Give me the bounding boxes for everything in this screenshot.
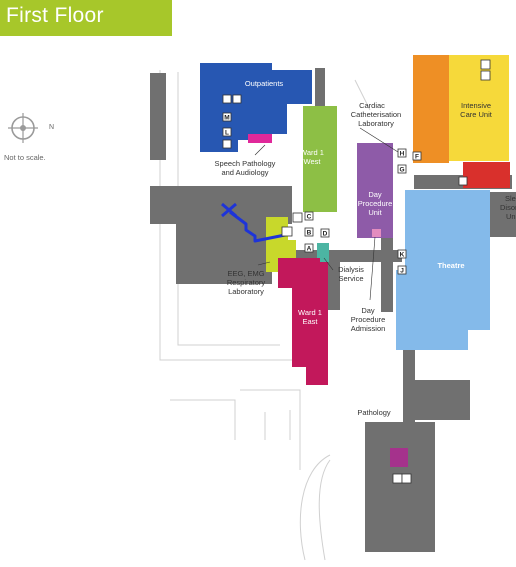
lift-icon [401,473,412,484]
ward-1-east-label-2: East [302,317,318,326]
marker-C: C [307,214,312,221]
cardiac-cath-label-1: Cardiac [359,101,385,110]
eeg-label-3: Laboratory [228,287,264,296]
leader-lines [254,127,399,301]
outpatients-label: Outpatients [245,79,284,88]
marker-J: J [400,268,404,275]
building-blocks [150,68,516,552]
cardiac-cath-area[interactable] [413,55,449,163]
ward-1-west-area[interactable] [303,106,337,212]
sleep-label-3: Uni [506,212,516,221]
lift-icon [232,94,242,104]
day-procedure-unit-label-3: Unit [368,208,382,217]
speech-pathology-label-1: Speech Pathology [215,159,276,168]
theatre-label: Theatre [437,261,464,270]
stairs-icon [222,139,232,149]
cardiac-cath-label-2: Catheterisation [351,110,401,119]
day-procedure-admission-room[interactable] [372,229,381,237]
toilet-icon [222,94,232,104]
day-procedure-unit-label-1: Day [368,190,382,199]
pathology-room[interactable] [390,448,408,467]
you-are-here-icon [221,202,237,218]
eeg-label-1: EEG, EMG [227,269,264,278]
ward-1-east-area[interactable] [278,258,328,385]
pathology-label: Pathology [357,408,391,417]
icu-label-2: Care Unit [460,110,493,119]
stairs-icon [458,176,468,186]
admission-label-3: Admission [351,324,386,333]
compass-north-label: N [49,124,54,131]
speech-pathology-label-2: and Audiology [221,168,268,177]
dialysis-label-2: Service [338,274,363,283]
lift-icon [480,70,491,81]
marker-G: G [399,167,404,174]
header-band [0,0,172,36]
stairs-icon [392,473,403,484]
admission-label-1: Day [361,306,375,315]
ward-1-west-label-1: Ward 1 [300,148,324,157]
eeg-label-2: Respiratory [227,278,266,287]
dialysis-label-1: Dialysis [338,265,364,274]
marker-L: L [225,130,229,137]
ward-1-east-label-1: Ward 1 [298,308,322,317]
compass-icon: N [8,113,54,143]
speech-pathology-room[interactable] [248,134,272,143]
marker-A: A [307,246,312,253]
sleep-disorders-area[interactable] [463,162,510,188]
toilet-icon [281,226,293,237]
marker-M: M [224,115,229,122]
day-procedure-unit-label-2: Procedure [358,199,393,208]
sleep-label-2: Disor [500,203,516,212]
ward-1-west-label-2: West [304,157,322,166]
facility-icons [222,59,491,484]
marker-B: B [307,230,312,237]
admission-label-2: Procedure [351,315,386,324]
stairs-icon [292,212,303,223]
scale-note: Not to scale. [4,153,46,162]
marker-F: F [415,154,419,161]
marker-H: H [400,151,405,158]
letter-markers: M L C B A D H G F K J [222,112,422,275]
sleep-label-1: Sle [505,194,516,203]
marker-D: D [323,231,328,238]
page-title: First Floor [6,4,104,27]
intensive-care-area[interactable] [449,55,509,161]
lift-icon [480,59,491,70]
theatre-area[interactable] [396,190,490,350]
marker-K: K [400,252,405,259]
dialysis-area[interactable] [317,243,329,262]
day-procedure-unit-area[interactable] [357,143,393,238]
corridor-outlines [159,70,371,561]
you-are-here-route [221,202,291,243]
cardiac-cath-label-3: Laboratory [358,119,394,128]
icu-label-1: Intensive [461,101,491,110]
